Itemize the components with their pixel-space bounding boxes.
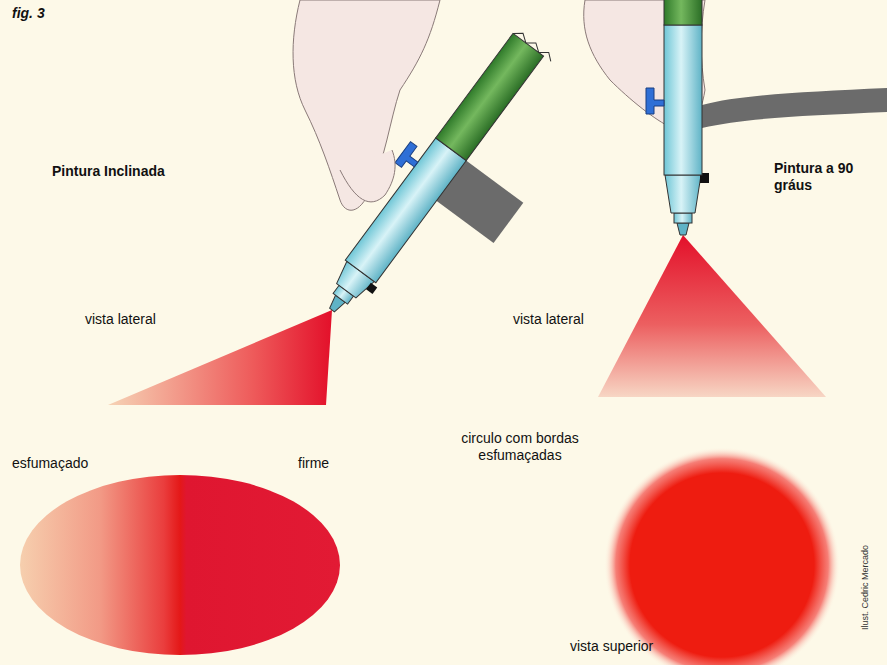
view-label: vista lateral [513,311,633,328]
view-label: vista lateral [85,311,205,328]
mode-label: Pintura Inclinada [52,163,212,180]
figure-title: fig. 3 [12,5,45,22]
view-label: vista superior [570,638,700,655]
zone-label: firme [298,455,368,472]
shape-label: circulo com bordas esfumaçadas [425,430,615,464]
credit-watermark: Ilust. Cedric Mercado [860,512,871,662]
mode-label: Pintura a 90 gráus [774,160,874,194]
zone-label: esfumaçado [12,455,132,472]
